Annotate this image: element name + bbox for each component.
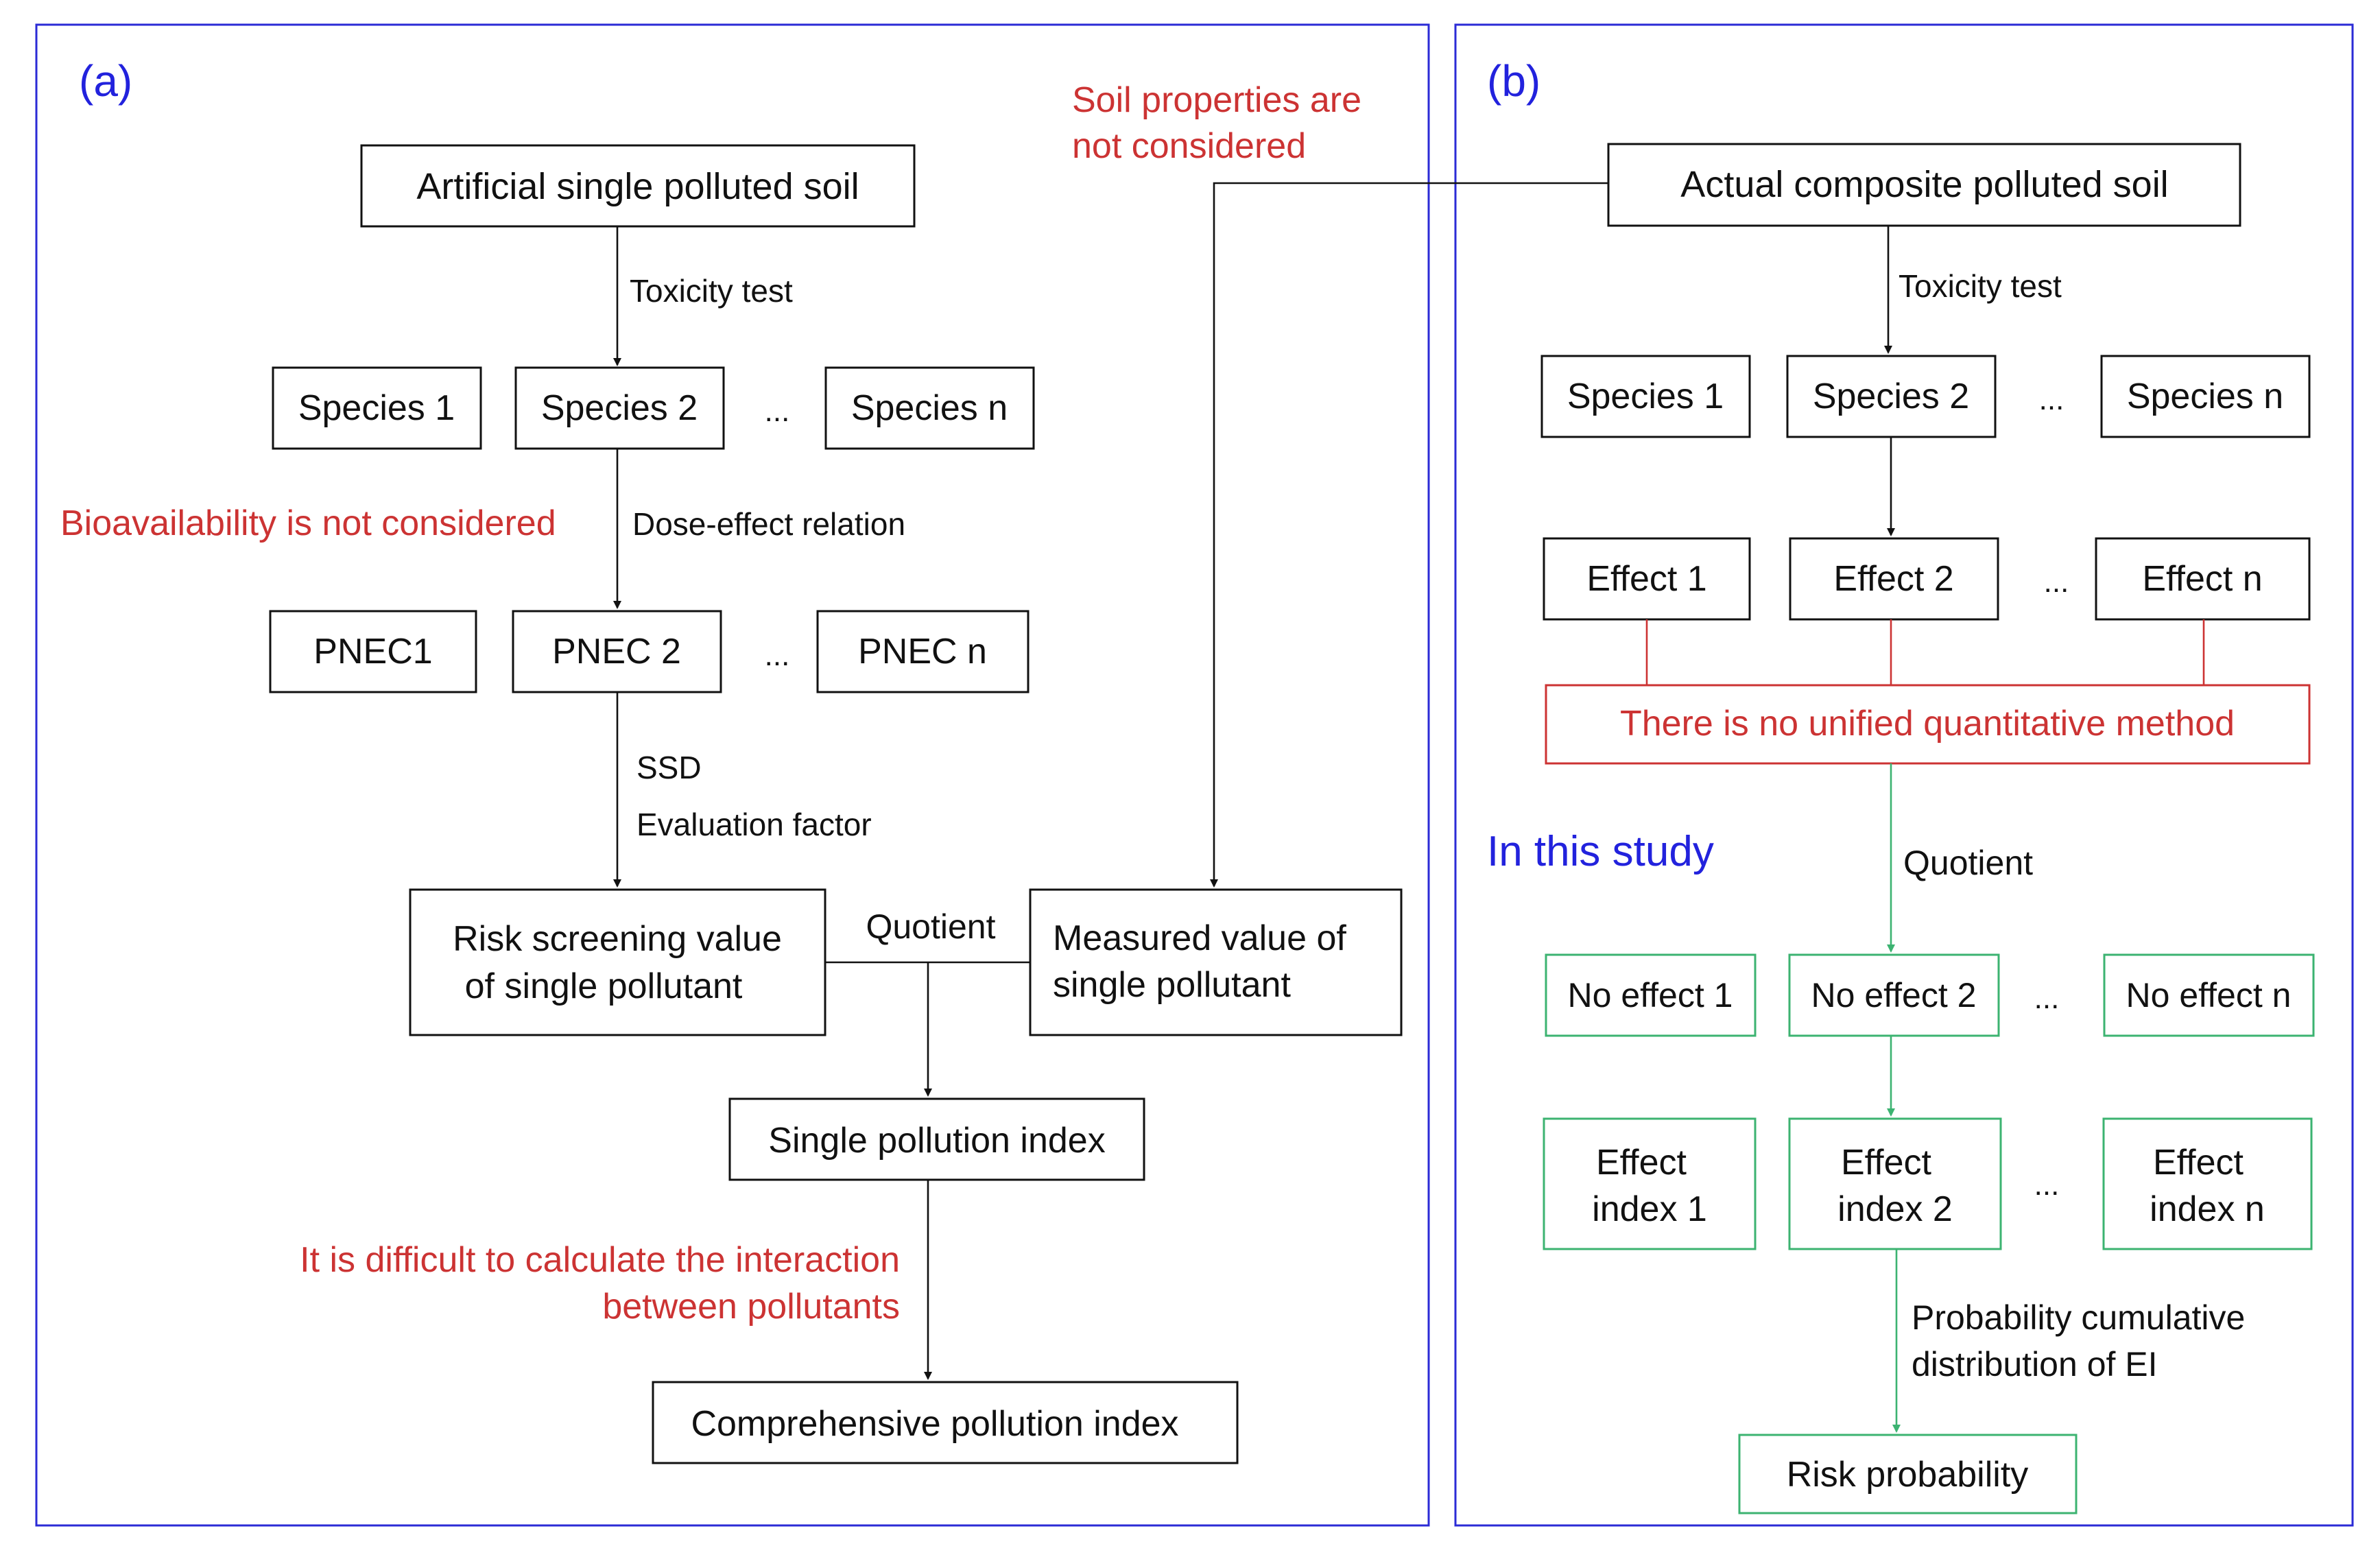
risk-probability-label: Risk probability [1787, 1455, 2029, 1495]
interaction-note-line-2: between pollutants [602, 1287, 900, 1327]
ellipsis-effects: ... [2044, 565, 2069, 599]
no-effect-n-label: No effect n [2126, 976, 2292, 1014]
dose-effect-label: Dose-effect relation [632, 506, 905, 542]
pnec-n-box [816, 610, 1030, 693]
soil-note-line-2: not considered [1072, 126, 1306, 166]
ellipsis-effect-index: ... [2034, 1168, 2060, 1202]
comprehensive-index-box [652, 1381, 1239, 1464]
species-1-box-b [1540, 355, 1751, 438]
measured-value-line-1: Measured value of [1053, 918, 1346, 958]
panel-b-label: (b) [1487, 56, 1540, 106]
soil-note-line-1: Soil properties are [1072, 80, 1361, 120]
interaction-note-line-1: It is difficult to calculate the interac… [300, 1240, 900, 1280]
species-1-label-b: Species 1 [1567, 377, 1724, 416]
panel-a-label: (a) [79, 56, 132, 106]
artificial-soil-box [360, 144, 916, 228]
species-2-box-a [514, 366, 725, 450]
effect-2-box [1789, 537, 1999, 621]
effect-2-label: Effect 2 [1833, 559, 1953, 599]
risk-screening-line-2: of single pollutant [465, 966, 743, 1006]
effect-index-2-box [1788, 1117, 2002, 1250]
panel-b-border [1454, 23, 2354, 1527]
bioavailability-note: Bioavailability is not considered [60, 503, 556, 543]
probability-label-line-2: distribution of EI [1912, 1345, 2158, 1383]
single-index-box [728, 1097, 1145, 1181]
composite-soil-box [1607, 143, 2241, 227]
comprehensive-index-label: Comprehensive pollution index [691, 1404, 1178, 1444]
no-effect-1-box [1545, 953, 1757, 1037]
species-2-label-b: Species 2 [1813, 377, 1969, 416]
species-n-box-a [824, 366, 1035, 450]
pnec-1-label: PNEC1 [313, 632, 432, 671]
effect-1-box [1543, 537, 1751, 621]
pnec-1-box [269, 610, 477, 693]
no-effect-n-box [2103, 953, 2315, 1037]
artificial-soil-label: Artificial single polluted soil [416, 166, 859, 207]
species-n-label-a: Species n [851, 388, 1008, 428]
quotient-label-a: Quotient [866, 907, 995, 946]
no-effect-2-label: No effect 2 [1811, 976, 1977, 1014]
risk-screening-box [409, 888, 826, 1036]
ellipsis-pnec: ... [765, 639, 790, 672]
risk-probability-box [1738, 1434, 2078, 1514]
species-2-label-a: Species 2 [541, 388, 698, 428]
evaluation-factor-label: Evaluation factor [636, 807, 872, 842]
pnec-n-label: PNEC n [858, 632, 987, 671]
single-index-label: Single pollution index [768, 1121, 1105, 1161]
quotient-label-b: Quotient [1903, 844, 2033, 882]
species-n-label-b: Species n [2127, 377, 2283, 416]
composite-soil-label: Actual composite polluted soil [1680, 164, 2168, 205]
probability-label-line-1: Probability cumulative [1912, 1298, 2245, 1337]
species-2-box-b [1786, 355, 1997, 438]
no-effect-1-label: No effect 1 [1568, 976, 1733, 1014]
effect-n-box [2095, 537, 2311, 621]
effect-index-1-line-2: index 1 [1592, 1189, 1707, 1229]
ellipsis-species-a: ... [765, 394, 790, 428]
effect-index-n-box [2102, 1117, 2313, 1250]
species-1-label-a: Species 1 [298, 388, 455, 428]
ssd-label: SSD [636, 750, 702, 785]
effect-index-2-line-2: index 2 [1837, 1189, 1953, 1229]
no-method-box [1545, 684, 2311, 765]
toxicity-test-label-a: Toxicity test [630, 273, 793, 309]
ellipsis-species-b: ... [2039, 383, 2064, 416]
effect-index-2-line-1: Effect [1841, 1143, 1932, 1182]
risk-screening-line-1: Risk screening value [453, 919, 782, 959]
effect-index-1-line-1: Effect [1596, 1143, 1687, 1182]
ellipsis-no-effects: ... [2034, 982, 2060, 1015]
arrow-composite-to-measured [1210, 182, 1608, 888]
in-this-study-label: In this study [1487, 828, 1714, 875]
pnec-2-label: PNEC 2 [552, 632, 681, 671]
no-method-label: There is no unified quantitative method [1620, 704, 2235, 744]
species-n-box-b [2100, 355, 2311, 438]
effect-index-n-line-2: index n [2150, 1189, 2265, 1229]
effect-index-n-line-1: Effect [2153, 1143, 2244, 1182]
no-effect-2-box [1788, 953, 2000, 1037]
measured-value-box [1029, 888, 1403, 1036]
measured-value-line-2: single pollutant [1053, 965, 1291, 1005]
effect-index-1-box [1543, 1117, 1757, 1250]
toxicity-test-label-b: Toxicity test [1899, 268, 2062, 304]
panel-a-border [35, 23, 1430, 1527]
effect-1-label: Effect 1 [1586, 559, 1706, 599]
effect-n-label: Effect n [2142, 559, 2262, 599]
species-1-box-a [272, 366, 482, 450]
